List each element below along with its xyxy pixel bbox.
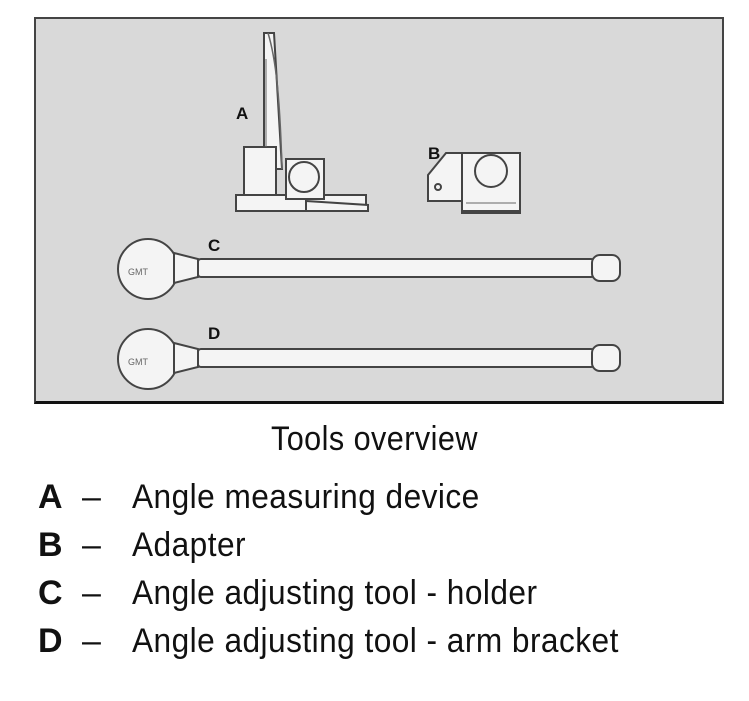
tools-legend: A – Angle measuring device B – Adapter C…	[38, 478, 655, 670]
svg-text:GMT: GMT	[128, 267, 148, 277]
legend-letter: B	[38, 526, 63, 564]
legend-dash: –	[82, 526, 101, 564]
legend-letter: C	[38, 574, 63, 612]
legend-item-a: A – Angle measuring device	[38, 478, 655, 526]
legend-text: Angle measuring device	[132, 478, 480, 516]
callout-c: C	[208, 236, 220, 255]
legend-text: Adapter	[132, 526, 247, 564]
callout-a: A	[236, 104, 248, 123]
legend-text: Angle adjusting tool - arm bracket	[132, 622, 619, 660]
svg-text:GMT: GMT	[128, 357, 148, 367]
legend-dash: –	[82, 478, 101, 516]
legend-letter: D	[38, 622, 63, 660]
legend-dash: –	[82, 622, 101, 660]
legend-item-b: B – Adapter	[38, 526, 655, 574]
callout-d: D	[208, 324, 220, 343]
legend-item-d: D – Angle adjusting tool - arm bracket	[38, 622, 655, 670]
figure-caption: Tools overview	[270, 420, 478, 458]
tools-illustration: A B GMT C GMT D	[117, 32, 621, 390]
callout-b: B	[428, 144, 440, 163]
legend-text: Angle adjusting tool - holder	[132, 574, 538, 612]
angle-measuring-device-drawing	[235, 32, 369, 212]
arm-bracket-drawing: GMT	[117, 328, 621, 390]
legend-letter: A	[38, 478, 63, 516]
holder-drawing: GMT	[117, 238, 621, 300]
legend-item-c: C – Angle adjusting tool - holder	[38, 574, 655, 622]
tools-figure: A B GMT C GMT D	[34, 17, 724, 404]
adapter-drawing	[427, 152, 521, 214]
legend-dash: –	[82, 574, 101, 612]
